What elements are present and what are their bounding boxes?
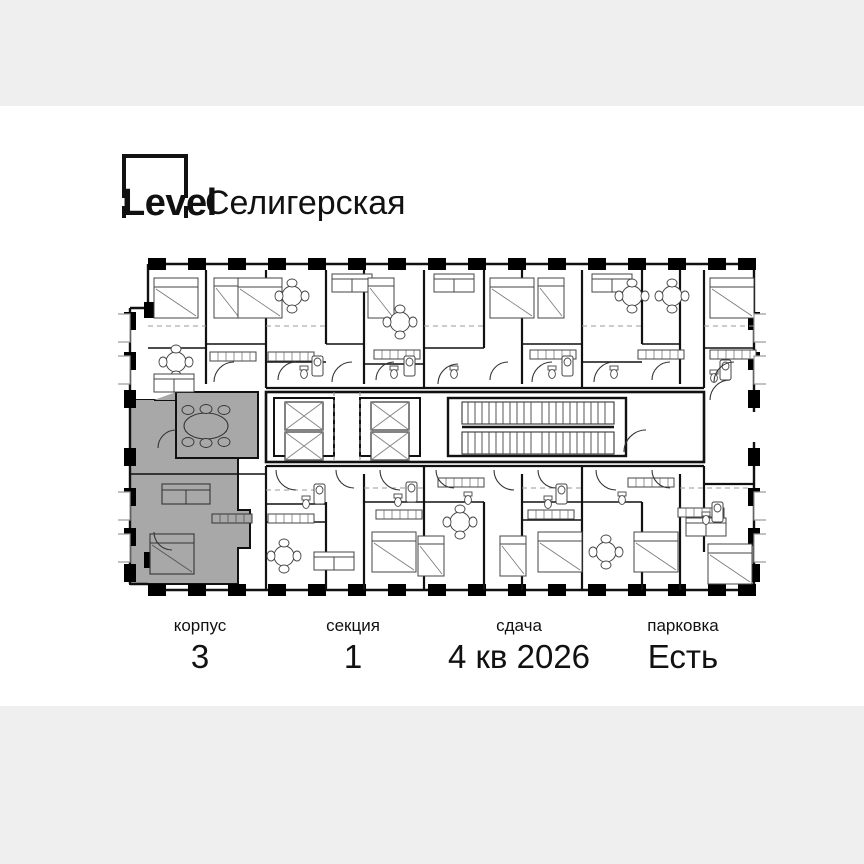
- central-core: [264, 386, 706, 468]
- door-swings: [153, 361, 735, 551]
- elevator-shaft-2: [284, 431, 324, 461]
- logo-square-right-edge: [184, 154, 188, 198]
- spec-parkovka-label: парковка: [647, 616, 719, 635]
- spec-sdacha: сдача 4 кв 2026: [420, 616, 618, 676]
- level-logo-icon: [120, 150, 190, 220]
- spec-parkovka: парковка Есть: [618, 616, 748, 676]
- logo-square-right-foot: [184, 206, 188, 218]
- spec-sdacha-label: сдача: [496, 616, 542, 635]
- project-name: Селигерская: [205, 184, 406, 222]
- elevator-shaft-3: [370, 401, 410, 431]
- logo-square-left-foot: [122, 206, 126, 218]
- wall-pilasters-top: [148, 258, 756, 270]
- spec-parkovka-value: Есть: [647, 638, 719, 675]
- elevator-shaft-1: [284, 401, 324, 431]
- balcony-recesses: [118, 313, 766, 563]
- logo-square-top-edge: [122, 154, 188, 158]
- spec-sekciya-label: секция: [326, 616, 380, 635]
- stairwell: [446, 396, 628, 458]
- content-card: Level Селигерская: [0, 106, 864, 706]
- logo-square-left-edge: [122, 154, 126, 198]
- elevator-shaft-4: [370, 431, 410, 461]
- brand-wordmark: Level: [122, 182, 217, 224]
- spec-sekciya: секция 1: [288, 616, 418, 676]
- floor-plan-drawing: [118, 252, 766, 602]
- spec-sdacha-value: 4 кв 2026: [447, 638, 591, 675]
- floor-plan[interactable]: [118, 252, 766, 602]
- spec-korpus: корпус 3: [120, 616, 280, 676]
- spec-sekciya-value: 1: [343, 638, 363, 675]
- spec-korpus-value: 3: [190, 638, 210, 675]
- brand-block: Level Селигерская: [120, 146, 580, 251]
- spec-row: корпус 3 секция 1 сдача 4 кв 2026 парков…: [120, 616, 744, 686]
- furniture-highlighted-unit: [149, 404, 253, 575]
- spec-korpus-label: корпус: [173, 616, 227, 635]
